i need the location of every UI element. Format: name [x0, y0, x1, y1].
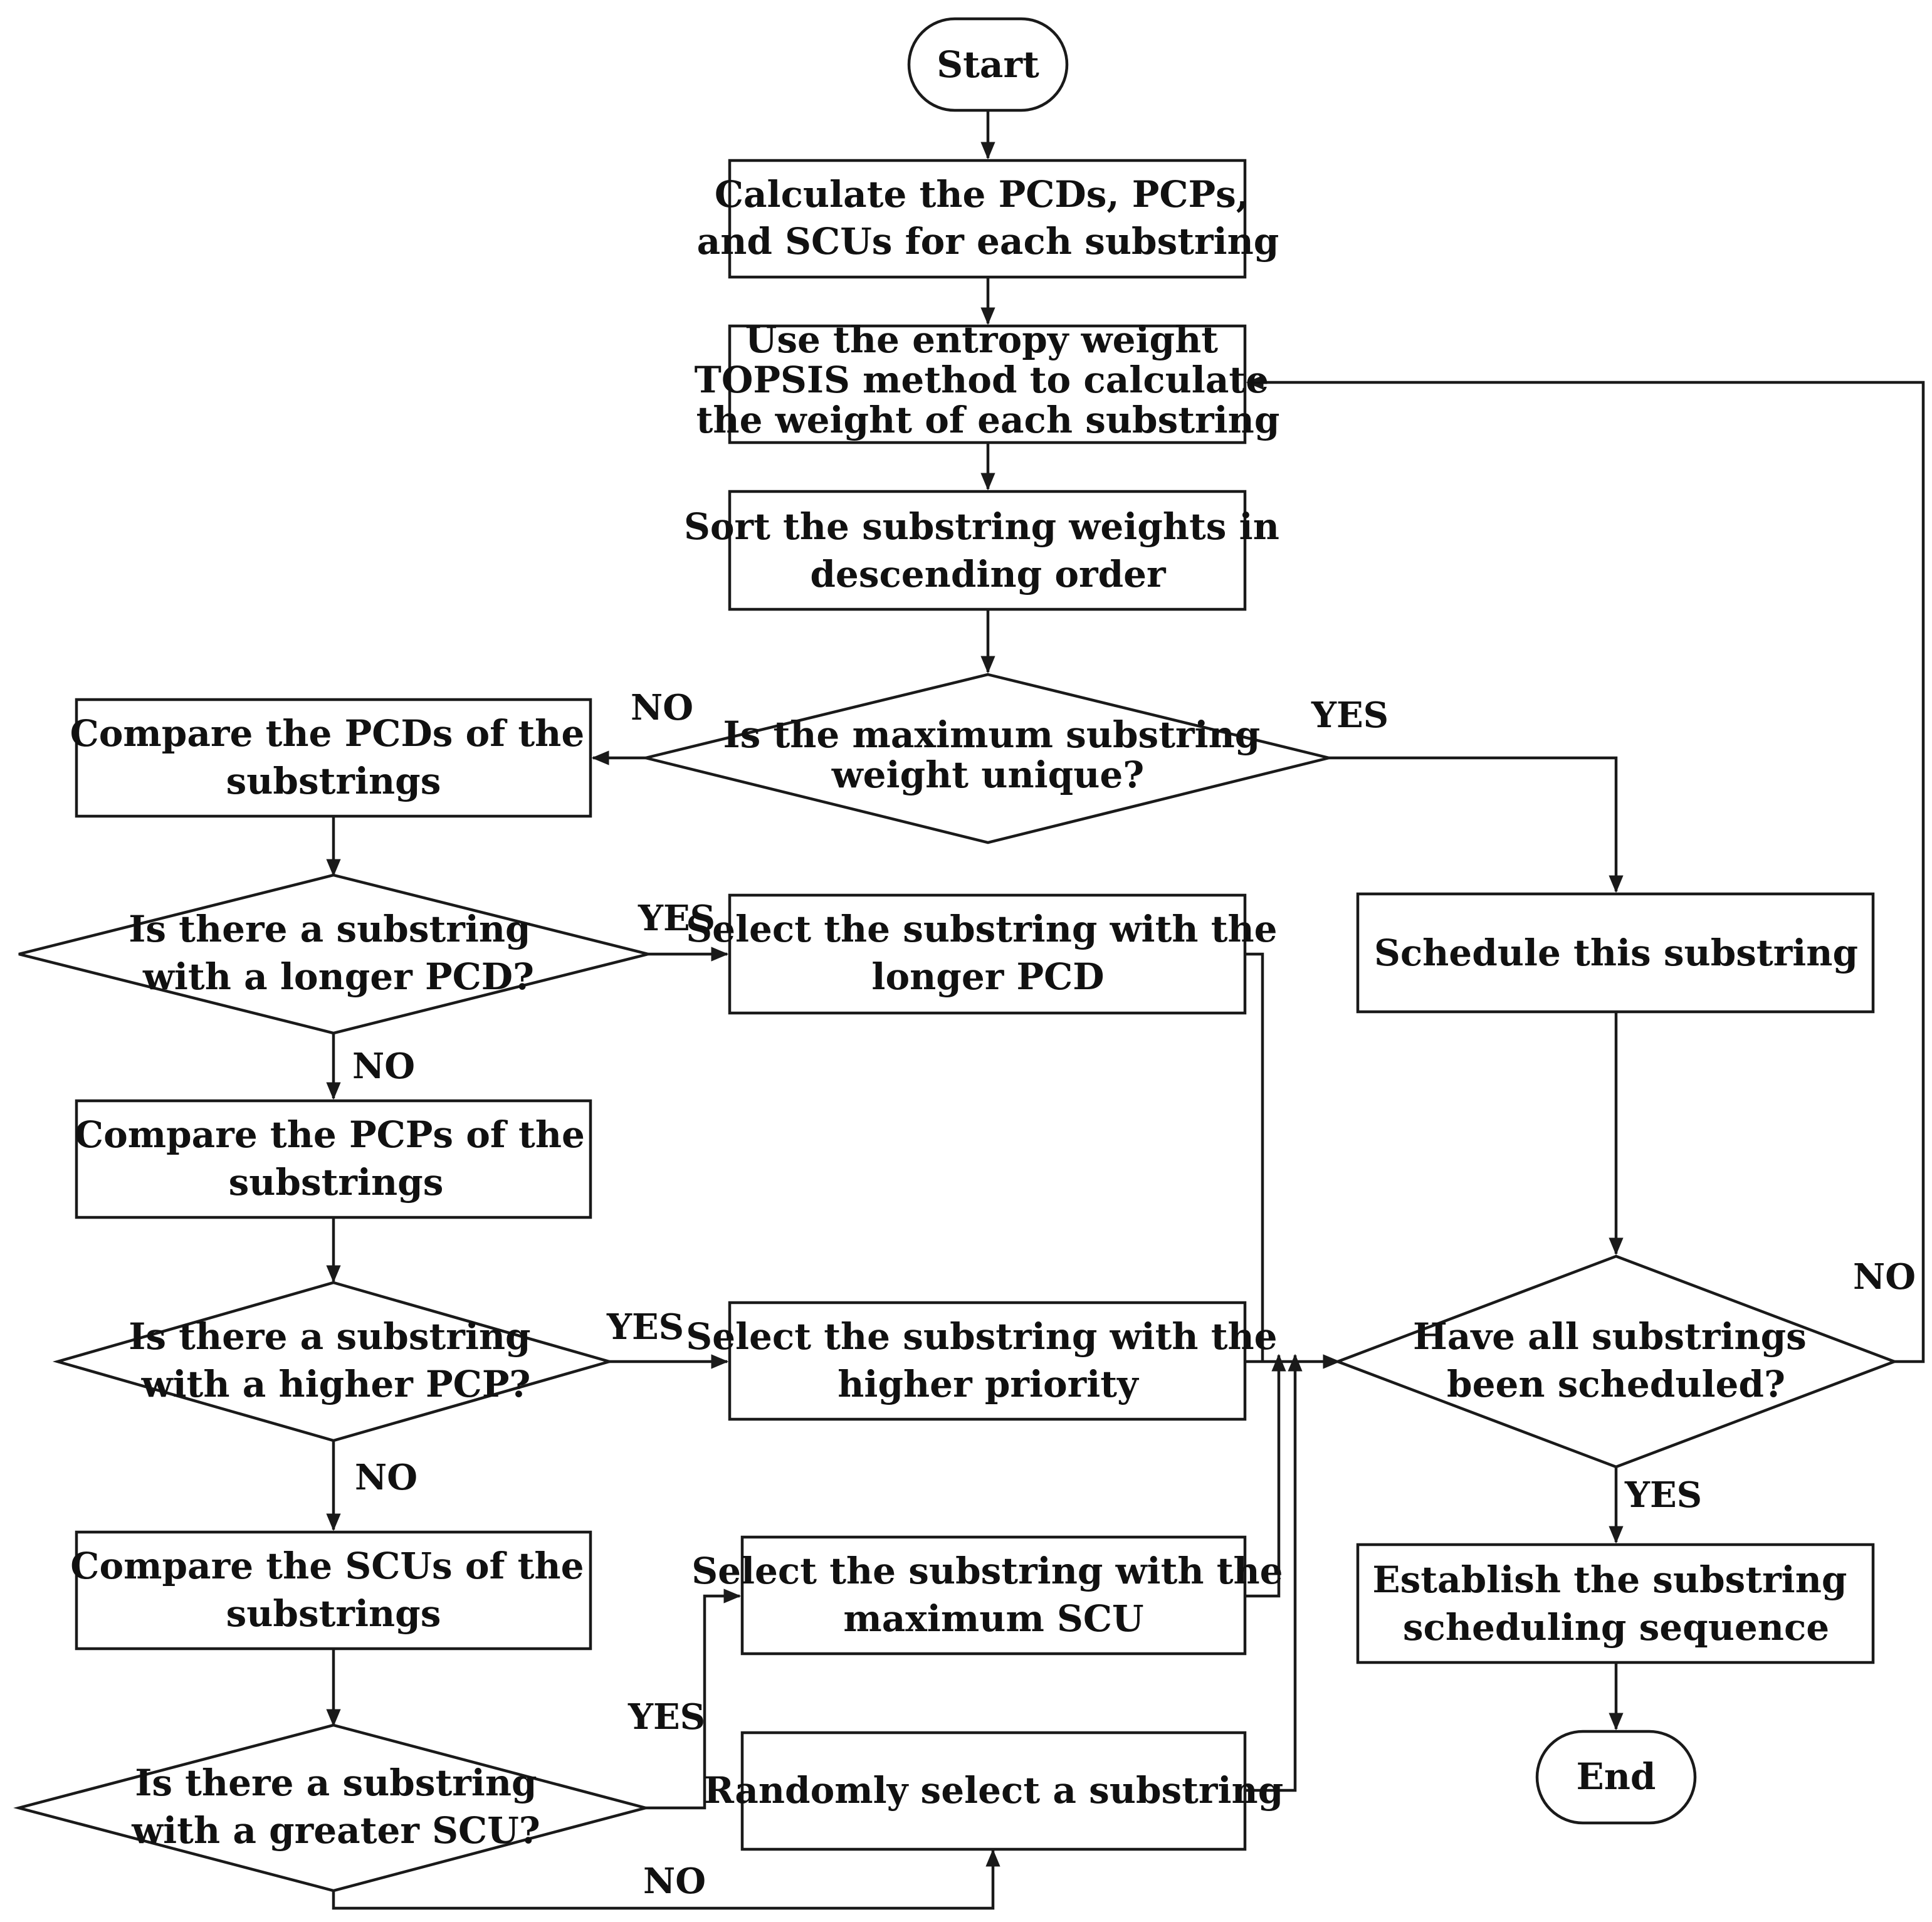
edge-scu-no [332, 1849, 1000, 1910]
random-box [740, 1731, 1247, 1851]
establish-label: Establish the substring scheduling seque… [1372, 1558, 1859, 1649]
edge-label-pcp-yes: YES [606, 1306, 684, 1348]
node-labels: Start Calculate the PCDs, PCPs, and SCUs… [70, 43, 1859, 1852]
schedule-label: Schedule this substring [1374, 932, 1858, 974]
edge-all-no [1246, 375, 1925, 1363]
cmp-pcp-box [75, 1099, 592, 1219]
edge-label-pcd-yes: YES [638, 898, 715, 939]
connectors [326, 112, 1925, 1910]
cmp-scu-box [75, 1530, 592, 1651]
shapes [13, 17, 1899, 1893]
end-label: End [1577, 1755, 1656, 1798]
edge-labels: NO YES YES NO YES NO YES NO NO YES [352, 687, 1916, 1902]
edge-label-scu-no: NO [643, 1861, 706, 1902]
edge-scu-yes [646, 1589, 742, 1810]
sel-pcd-label: Select the substring with the longer PCD [686, 908, 1290, 998]
sel-scu-label: Select the substring with the maximum SC… [691, 1550, 1296, 1640]
end-terminal [1535, 1730, 1697, 1825]
establish-box [1356, 1543, 1875, 1664]
cmp-pcp-label: Compare the PCPs of the substrings [75, 1113, 597, 1204]
longer-pcd-decision [18, 873, 649, 1035]
sel-pcp-box [728, 1301, 1247, 1421]
edge-label-all-no: NO [1853, 1256, 1916, 1298]
start-terminal [907, 17, 1069, 112]
entropy-label: Use the entropy weight TOPSIS method to … [695, 318, 1282, 441]
entropy-box [728, 324, 1247, 444]
sel-pcp-label: Select the substring with the higher pri… [686, 1315, 1290, 1405]
longer-pcd-label: Is there a substring with a longer PCD? [129, 908, 543, 998]
random-label: Randomly select a substring [704, 1769, 1284, 1812]
unique-label: Is the maximum substring weight unique? [723, 713, 1273, 796]
cmp-pcd-box [75, 698, 592, 818]
greater-scu-label: Is there a substring with a greater SCU? [131, 1762, 550, 1852]
edge-label-all-yes: YES [1624, 1474, 1702, 1516]
sort-box [728, 490, 1247, 611]
edge-label-unique-no: NO [631, 687, 693, 728]
all-scheduled-label: Have all substrings been scheduled? [1413, 1315, 1819, 1405]
edge-label-pcd-no: NO [352, 1046, 415, 1087]
edge-label-pcp-no: NO [355, 1457, 417, 1498]
higher-pcp-label: Is there a substring with a higher PCP? [129, 1315, 543, 1405]
higher-pcp-decision [52, 1281, 615, 1442]
cmp-scu-label: Compare the SCUs of the substrings [70, 1545, 596, 1635]
greater-scu-decision [13, 1723, 651, 1893]
cmp-pcd-label: Compare the PCDs of the substrings [70, 712, 597, 802]
calc-box [728, 159, 1247, 279]
sort-label: Sort the substring weights in descending… [684, 505, 1292, 596]
edge-selpcd-merge [1245, 952, 1264, 1362]
calc-label: Calculate the PCDs, PCPs, and SCUs for e… [697, 173, 1279, 263]
schedule-box [1356, 892, 1875, 1014]
edge-selscu-merge [1245, 1353, 1286, 1598]
sel-pcd-box [728, 893, 1247, 1015]
edge-label-scu-yes: YES [627, 1696, 705, 1738]
unique-decision [645, 673, 1330, 844]
all-scheduled-decision [1333, 1254, 1899, 1469]
edge-label-unique-yes: YES [1311, 695, 1389, 736]
edge-random-merge [1245, 1353, 1303, 1792]
edge-unique-yes [1329, 756, 1624, 893]
start-label: Start [937, 43, 1039, 86]
sel-scu-box [740, 1535, 1247, 1656]
